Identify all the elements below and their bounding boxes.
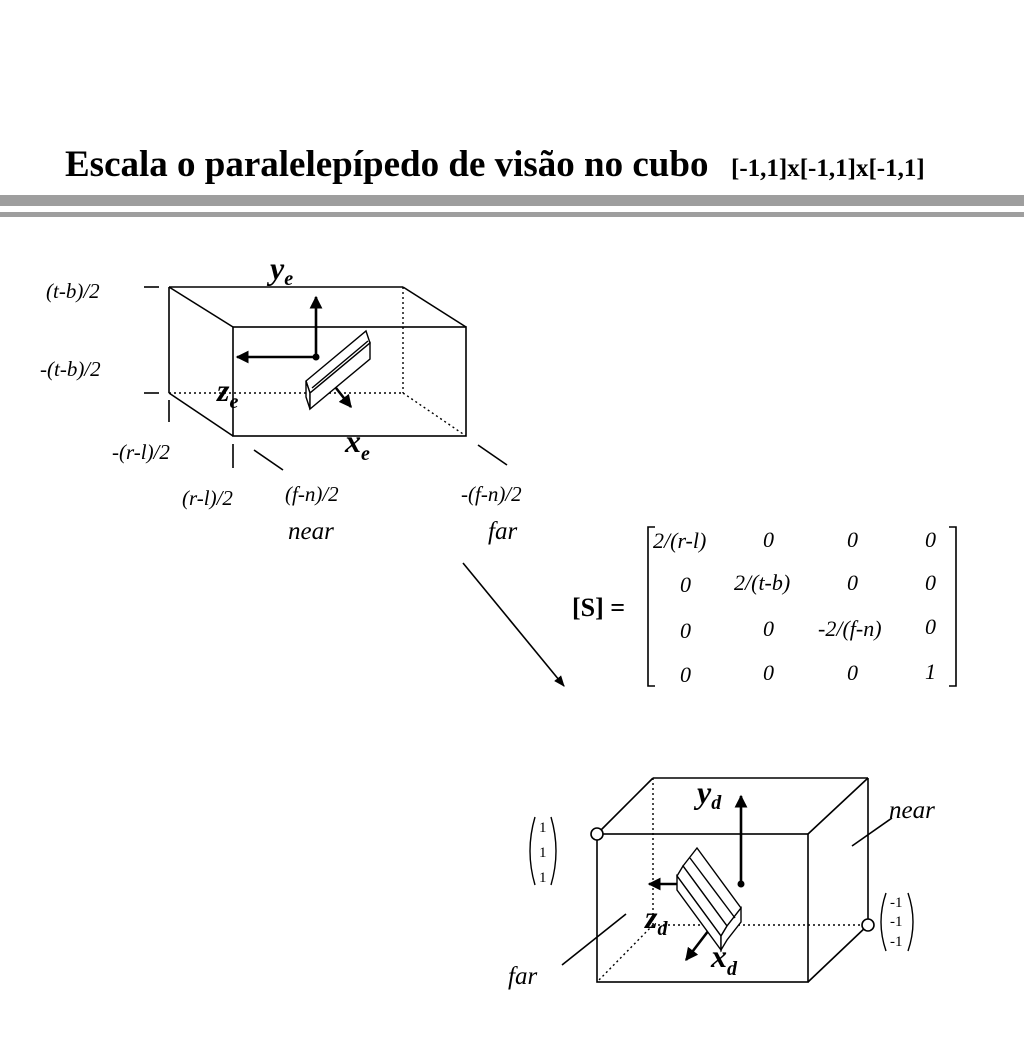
label-bottom: -(t-b)/2	[40, 357, 101, 381]
corner-marker-bottom-right	[861, 918, 875, 932]
matrix-cell: 0	[847, 570, 858, 595]
vector-component: -1	[890, 914, 903, 930]
device-label-far: far	[508, 963, 537, 990]
matrix-cell: 0	[763, 527, 774, 552]
axis-label-xd: xd	[710, 938, 738, 980]
label-near-depth: (f-n)/2	[285, 482, 339, 506]
axis-label-zd: zd	[644, 899, 668, 940]
vector-component: 1	[539, 870, 547, 886]
corner-marker-top-left	[590, 827, 604, 841]
label-left: -(r-l)/2	[112, 440, 170, 464]
vector-bottom-right: -1 -1 -1	[880, 892, 914, 952]
vector-top-left: 1 1 1	[529, 816, 557, 886]
device-cube	[561, 777, 893, 983]
transform-arrow	[462, 562, 565, 687]
vector-component: 1	[539, 845, 547, 861]
device-cube-labels: near far yd zd xd 1 1 1 -1 -1 -1	[508, 774, 935, 990]
eye-box-front-face	[232, 326, 467, 437]
matrix-cell: 0	[680, 662, 691, 687]
axis-label-yd: yd	[693, 774, 722, 814]
title-range: [-1,1]x[-1,1]x[-1,1]	[731, 155, 925, 182]
eye-view-box	[144, 286, 508, 471]
device-object-icon	[676, 846, 742, 953]
title-divider	[0, 195, 1024, 217]
vector-component: 1	[539, 820, 547, 836]
matrix-cell: -2/(f-n)	[818, 616, 882, 641]
divider-thick	[0, 195, 1024, 206]
vector-component: -1	[890, 895, 903, 911]
matrix-cell: 0	[925, 614, 936, 639]
matrix-right-bracket	[949, 526, 957, 687]
eye-object-icon	[305, 329, 371, 411]
matrix-cell: 0	[680, 618, 691, 643]
label-far: far	[488, 518, 517, 545]
matrix-cell: 0	[847, 527, 858, 552]
matrix-name: [S] =	[572, 593, 625, 622]
scale-matrix: [S] = 2/(r-l) 0 0 0 0 2/(t-b) 0 0 0 0 -2…	[572, 526, 957, 687]
eye-axes	[235, 295, 353, 409]
matrix-cell: 0	[925, 527, 936, 552]
eye-x-axis-arrow	[334, 387, 353, 409]
matrix-cell: 0	[847, 660, 858, 685]
label-top: (t-b)/2	[46, 279, 100, 303]
matrix-cell: 0	[763, 616, 774, 641]
label-far-depth: -(f-n)/2	[461, 482, 522, 506]
axis-label-xe: xe	[344, 423, 370, 465]
eye-box-labels: (t-b)/2 -(t-b)/2 -(r-l)/2 (r-l)/2 (f-n)/…	[40, 250, 522, 545]
device-label-near: near	[889, 797, 935, 824]
axis-label-ze: ze	[216, 372, 238, 413]
page-title: Escala o paralelepípedo de visão no cubo…	[65, 144, 925, 185]
vector-component: -1	[890, 934, 903, 950]
matrix-cell: 2/(r-l)	[653, 528, 706, 553]
label-near: near	[288, 518, 334, 545]
title-main: Escala o paralelepípedo de visão no cubo	[65, 144, 708, 185]
matrix-cell: 2/(t-b)	[734, 570, 790, 595]
matrix-left-bracket	[647, 526, 655, 687]
axis-label-ye: ye	[266, 250, 293, 290]
matrix-cell: 0	[763, 660, 774, 685]
device-cube-front-face	[596, 833, 809, 983]
matrix-cell: 0	[925, 570, 936, 595]
matrix-cell: 0	[680, 572, 691, 597]
label-right: (r-l)/2	[182, 486, 233, 510]
divider-thin	[0, 212, 1024, 217]
matrix-cell: 1	[925, 659, 936, 684]
